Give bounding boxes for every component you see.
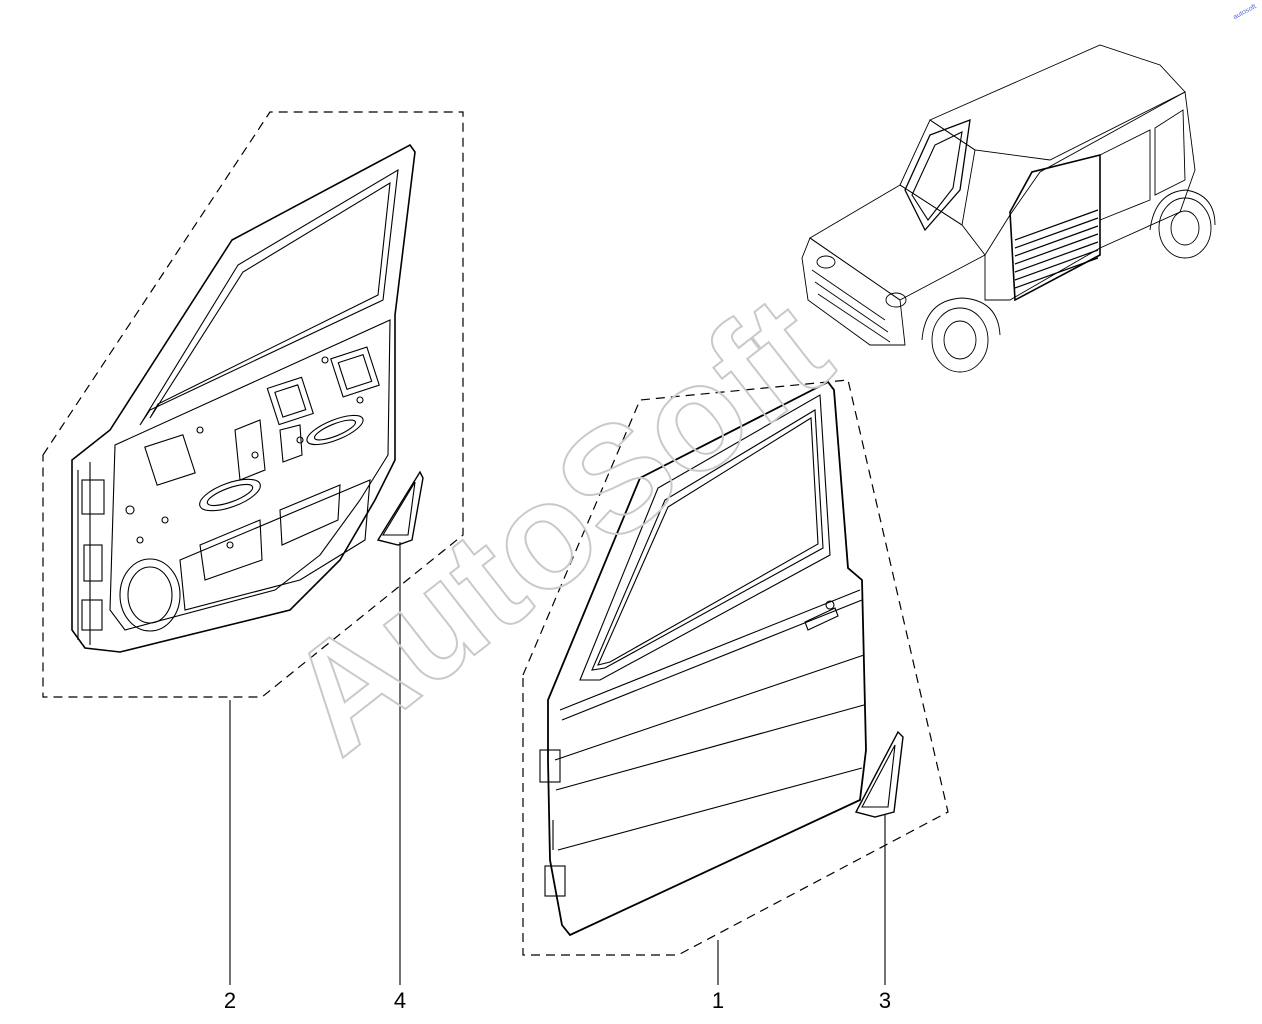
- callout-label-4: 4: [394, 988, 406, 1013]
- group-2-dashed-outline: [42, 111, 464, 698]
- inner-door-frame-group: [42, 111, 464, 698]
- inner-door-frame-part: [71, 143, 416, 653]
- callout-label-2: 2: [224, 988, 236, 1013]
- callout-label-1: 1: [712, 988, 724, 1013]
- corner-trim-part-3: [854, 730, 904, 818]
- corner-logo-text: autosoft: [1232, 3, 1257, 21]
- group-1-dashed-outline: [522, 379, 949, 956]
- vehicle-overview: [801, 44, 1216, 373]
- outer-door-group: [522, 379, 949, 956]
- watermark-text: AutoSoft: [256, 263, 858, 785]
- callout-label-3: 3: [879, 988, 891, 1013]
- corner-trim-part-4: [376, 470, 424, 546]
- outer-door-part: [539, 380, 867, 937]
- leader-lines: [229, 542, 886, 985]
